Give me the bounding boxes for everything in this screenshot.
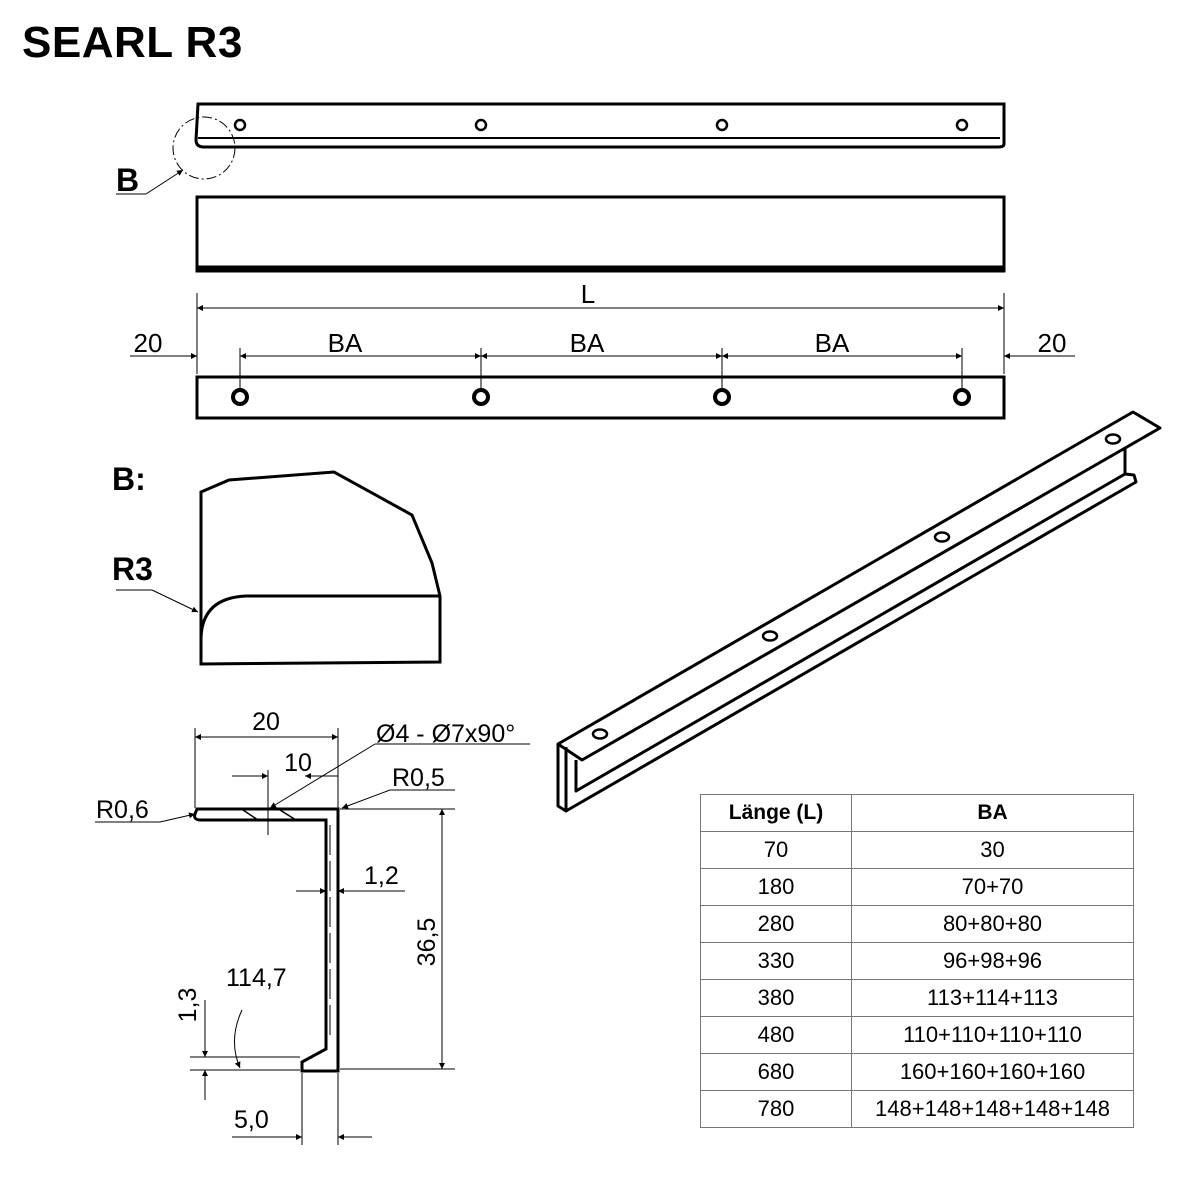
section-width-label: 20 xyxy=(252,708,280,736)
lip-width-label: 5,0 xyxy=(234,1106,269,1134)
spacing-label-1: BA xyxy=(328,328,363,358)
header-ba: BA xyxy=(851,794,1134,832)
cell-ba: 70+70 xyxy=(851,868,1134,906)
cell-length: 480 xyxy=(700,1016,852,1054)
countersunk-hole xyxy=(713,388,731,406)
cell-ba: 148+148+148+148+148 xyxy=(851,1090,1134,1128)
cell-length: 180 xyxy=(700,868,852,906)
angle-label: 114,7 xyxy=(226,964,287,992)
spacing-label-2: BA xyxy=(570,328,605,358)
cell-length: 380 xyxy=(700,979,852,1017)
cell-length: 680 xyxy=(700,1053,852,1091)
table-header-row: Länge (L) BA xyxy=(700,794,1134,832)
hole-offset-label: 10 xyxy=(284,749,312,777)
cell-length: 330 xyxy=(700,942,852,980)
height-label: 36,5 xyxy=(413,918,441,967)
cell-ba: 96+98+96 xyxy=(851,942,1134,980)
hole-mark xyxy=(474,118,488,132)
length-label: L xyxy=(581,279,595,309)
header-length: Länge (L) xyxy=(700,794,852,832)
cell-ba: 113+114+113 xyxy=(851,979,1134,1017)
radius-right-label: R0,5 xyxy=(392,764,445,792)
hole-mark xyxy=(715,118,729,132)
front-view xyxy=(195,195,1006,273)
isometric-hole xyxy=(591,728,609,740)
hole-mark xyxy=(955,118,969,132)
hole-spec-label: Ø4 - Ø7x90° xyxy=(376,720,515,748)
section-dimension-lines xyxy=(95,728,530,1145)
cell-ba: 110+110+110+110 xyxy=(851,1016,1134,1054)
cell-length: 70 xyxy=(700,831,852,869)
cell-length: 780 xyxy=(700,1090,852,1128)
top-view xyxy=(194,102,1006,149)
radius-left-label: R0,6 xyxy=(96,796,149,824)
drawing-title: SEARL R3 xyxy=(22,18,243,67)
cell-ba: 30 xyxy=(851,831,1134,869)
isometric-hole xyxy=(933,531,951,543)
hole-mark xyxy=(233,118,247,132)
section-dimension-labels: 20 10 Ø4 - Ø7x90° R0,6 R0,5 1,2 114,7 5,… xyxy=(96,708,515,1134)
detail-b-callout xyxy=(116,116,236,195)
cross-section-profile xyxy=(193,807,340,1073)
hole-view xyxy=(195,375,1006,420)
cell-ba: 80+80+80 xyxy=(851,905,1134,943)
isometric-hole xyxy=(761,630,779,642)
detail-ref-label: B xyxy=(116,162,139,198)
countersunk-hole xyxy=(953,388,971,406)
radius-r3-label: R3 xyxy=(112,551,153,587)
cell-ba: 160+160+160+160 xyxy=(851,1053,1134,1091)
isometric-hole xyxy=(1104,433,1122,445)
dimension-labels: L 20 BA BA BA 20 xyxy=(134,279,1067,358)
spacing-label-3: BA xyxy=(815,328,850,358)
countersunk-hole xyxy=(472,388,490,406)
dimension-lines xyxy=(130,293,1075,390)
cell-length: 280 xyxy=(700,905,852,943)
detail-title: B: xyxy=(112,461,146,497)
detail-b-view xyxy=(116,470,442,666)
lip-height-label: 1,3 xyxy=(174,988,202,1023)
countersunk-hole xyxy=(231,388,249,406)
wall-thickness-label: 1,2 xyxy=(364,862,399,890)
end-offset-left-label: 20 xyxy=(134,328,163,358)
end-offset-right-label: 20 xyxy=(1038,328,1067,358)
isometric-view xyxy=(556,410,1162,813)
